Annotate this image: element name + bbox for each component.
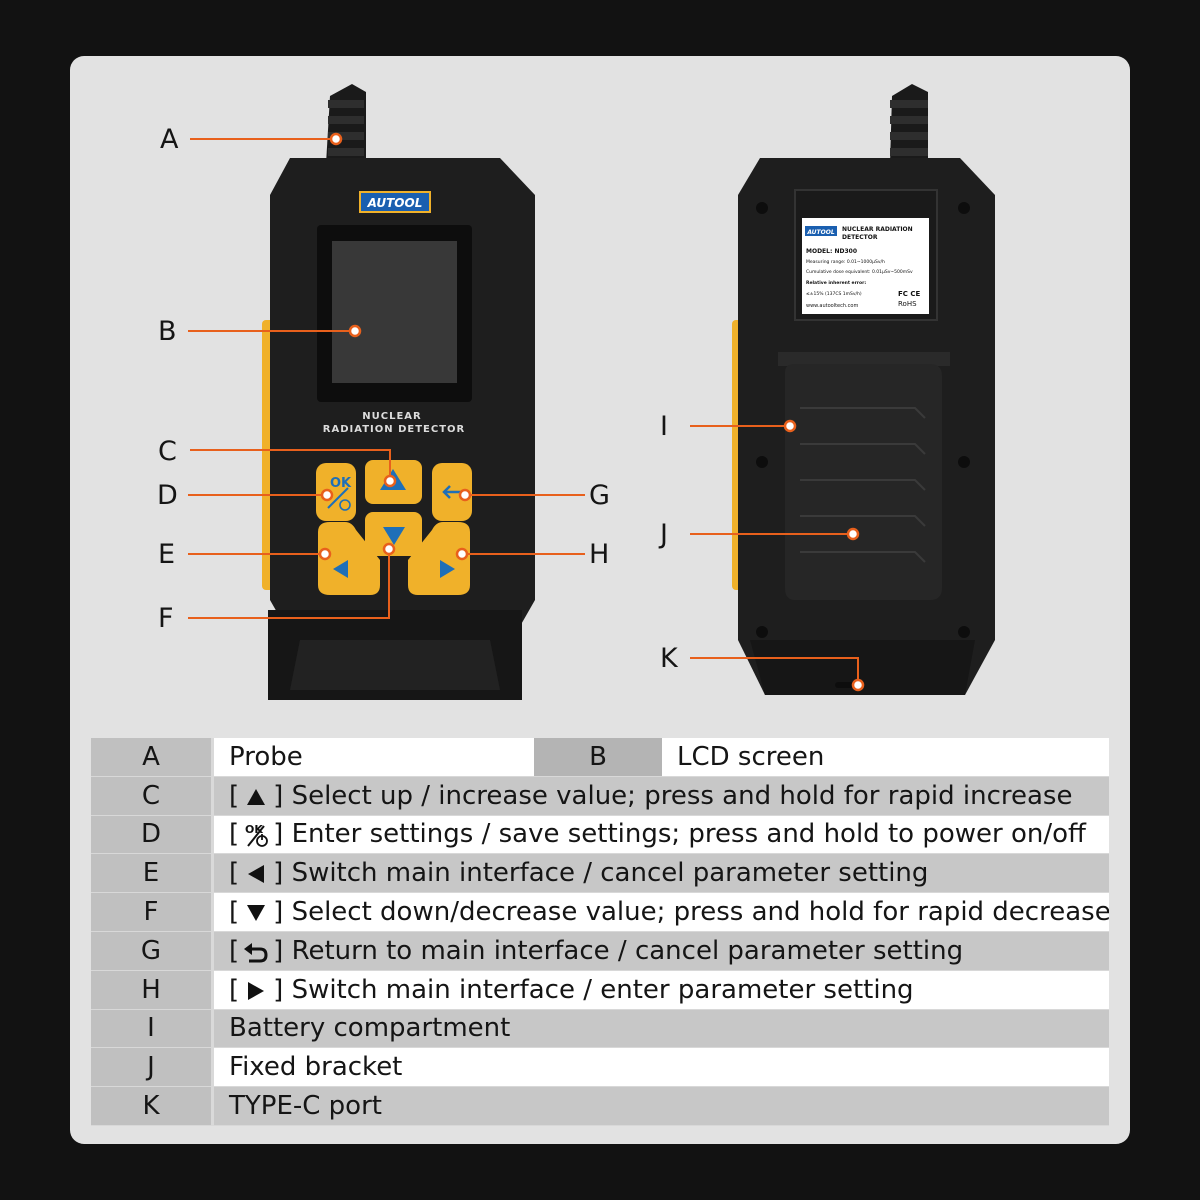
row-description: ] Return to main interface / cancel para… [273,935,964,966]
probe [326,84,366,164]
row-text: [ ] Switch main interface / cancel parame… [212,853,1109,894]
open-bracket: [ [229,858,240,889]
row-text: [ ] Return to main interface / cancel par… [212,931,1109,971]
callout-letters: A B C D E F G H I J K [157,124,679,674]
back-device: AUTOOL NUCLEAR RADIATION DETECTOR MODEL:… [732,84,995,695]
callout-b: B [158,316,177,347]
row-key: G [91,931,214,971]
row-key: D [91,815,214,855]
callout-a: A [160,124,179,155]
table-row: G [ ] Return to main interface / cancel pa… [91,931,1109,971]
plate-cert-fc: FC CE [898,290,920,298]
table-row: I Battery compartment [91,1009,1109,1049]
bracket-hinge [778,352,950,366]
up-triangle-icon [239,784,273,809]
callout-e: E [158,539,175,570]
plate-error-value: ≤±15% (137CS 1mSv/h) [806,291,862,297]
row-key: I [91,1009,214,1049]
open-bracket: [ [229,897,240,928]
row-text: Probe [212,738,534,777]
brand-logo: AUTOOL [367,196,423,210]
ok-power-icon: OK [330,476,352,491]
callout-d: D [157,480,178,511]
callout-j: J [658,519,668,550]
plate-range: Measuring range: 0.01~1000μSv/h [806,259,885,265]
callout-h: H [589,539,609,570]
table-row: K TYPE-C port [91,1086,1109,1126]
table-row: E [ ] Switch main interface / cancel param… [91,853,1109,894]
key-left[interactable] [318,522,380,595]
plate-website: www.autooltech.com [806,303,858,309]
left-triangle-icon [239,861,273,886]
lcd-screen [332,241,457,383]
plate-brand: AUTOOL [806,229,835,236]
right-triangle-icon [239,978,273,1003]
open-bracket: [ [229,935,240,966]
table-row: F [ ] Select down/decrease value; press an… [91,892,1109,932]
row-key: F [91,892,214,932]
plate-error-label: Relative inherent error: [806,280,866,286]
front-device: AUTOOL NUCLEAR RADIATION DETECTOR OK [262,84,535,700]
row-text: Fixed bracket [212,1047,1109,1088]
brand-badge [359,191,431,213]
plate-title-1: NUCLEAR RADIATION [842,226,913,233]
key-ok-power[interactable] [316,463,356,521]
callout-i: I [660,411,668,442]
battery-cover [785,364,942,600]
return-arrow-icon [239,939,273,964]
table-row: J Fixed bracket [91,1047,1109,1088]
row-text: [OK] Enter settings / save settings; pre… [212,815,1109,855]
row-key: B [534,738,662,777]
open-bracket: [ [229,819,240,850]
row-text: [ ] Select down/decrease value; press and… [212,892,1109,932]
device-title-line2: RADIATION DETECTOR [323,424,465,435]
row-key: E [91,853,214,894]
keypad: OK [316,460,472,595]
back-probe [890,84,928,164]
row-text: [ ] Switch main interface / enter paramet… [212,970,1109,1010]
row-description: TYPE-C port [229,1091,382,1122]
row-description: ] Switch main interface / enter paramete… [273,974,914,1005]
row-key: H [91,970,214,1010]
callout-g: G [589,480,610,511]
plate-model: MODEL: ND300 [806,248,857,255]
key-right[interactable] [408,522,470,595]
row-text: [ ] Select up / increase value; press and… [212,776,1109,816]
table-row: A Probe B LCD screen [91,738,1109,777]
row-key: J [91,1047,214,1088]
right-arrow-icon [440,560,455,578]
callout-lines [188,138,859,685]
spec-table: A Probe B LCD screen C [ ] Select up / inc… [91,738,1109,1126]
row-text: TYPE-C port [212,1086,1109,1126]
row-description: ] Enter settings / save settings; press … [273,819,1086,850]
callout-dots [318,132,865,692]
row-key: K [91,1086,214,1126]
plate-title-2: DETECTOR [842,234,878,241]
plate-cert-rohs: RoHS [898,300,917,308]
ok-power-icon: OK [239,822,273,848]
row-description: ] Select up / increase value; press and … [273,780,1073,811]
row-description: ] Switch main interface / cancel paramet… [273,858,929,889]
row-description: ] Select down/decrease value; press and … [273,897,1109,928]
left-arrow-icon [333,560,348,578]
row-text: Battery compartment [212,1009,1109,1049]
callout-k: K [660,643,679,674]
row-description: Battery compartment [229,1013,511,1044]
device-title-line1: NUCLEAR [362,411,421,422]
callout-c: C [158,436,177,467]
down-triangle-icon [239,900,273,925]
down-arrow-icon [383,527,405,545]
table-row: D[OK] Enter settings / save settings; pr… [91,815,1109,855]
table-row: H [ ] Switch main interface / enter parame… [91,970,1109,1010]
open-bracket: [ [229,974,240,1005]
open-bracket: [ [229,780,240,811]
row-key: A [91,738,214,777]
plate-dose: Cumulative dose equivalent: 0.01μSv~500m… [806,269,913,275]
row-text: LCD screen [662,738,1109,777]
row-key: C [91,776,214,816]
table-row: C [ ] Select up / increase value; press an… [91,776,1109,816]
row-description: Fixed bracket [229,1052,403,1083]
callout-f: F [158,603,174,634]
device-diagram: AUTOOL NUCLEAR RADIATION DETECTOR OK [157,84,995,700]
